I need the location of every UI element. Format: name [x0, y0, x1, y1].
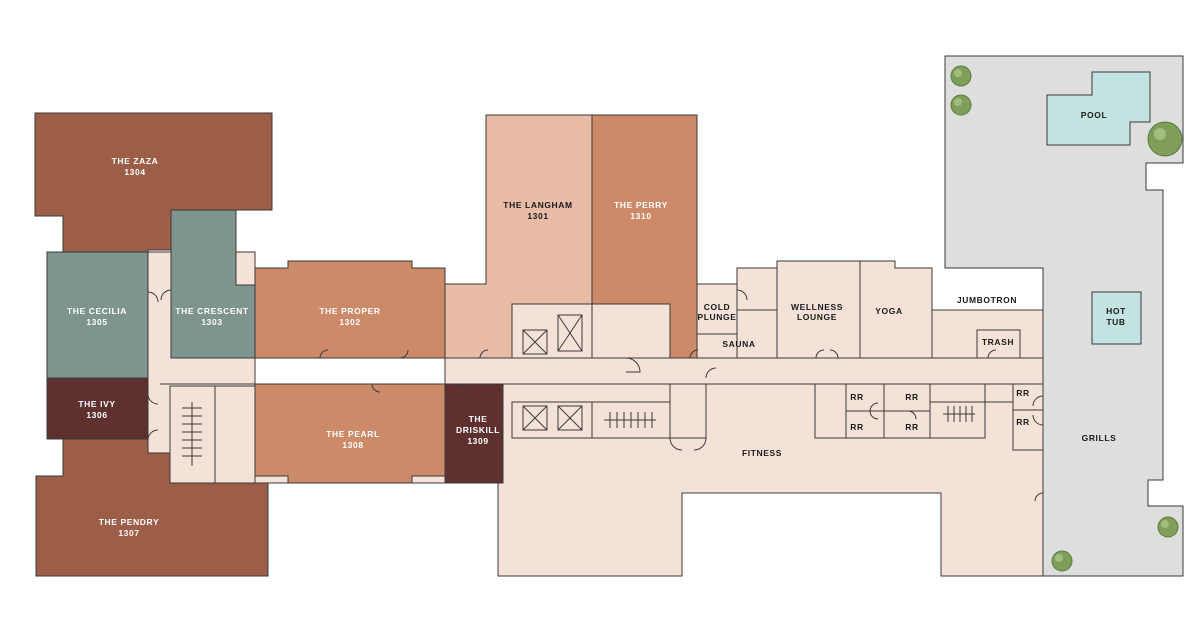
- number-driskill: 1309: [467, 436, 488, 446]
- stair-right: [929, 401, 986, 439]
- hot-tub[interactable]: [1091, 291, 1142, 345]
- number-crescent: 1303: [201, 317, 222, 327]
- label-crescent: THE CRESCENT: [175, 306, 249, 316]
- label-wellness: WELLNESS: [791, 302, 843, 312]
- number-proper: 1302: [339, 317, 360, 327]
- label-rr-2: RR: [905, 392, 918, 402]
- label-lounge: LOUNGE: [797, 312, 837, 322]
- label-jumbotron: JUMBOTRON: [957, 295, 1017, 305]
- number-perry: 1310: [630, 211, 651, 221]
- label-yoga: YOGA: [875, 306, 902, 316]
- room-the-driskill[interactable]: [444, 383, 504, 484]
- tree-icon: [950, 94, 972, 116]
- label-hot: HOT: [1106, 306, 1126, 316]
- pool[interactable]: [1046, 71, 1151, 146]
- label-cold: COLD: [704, 302, 730, 312]
- label-pool: POOL: [1081, 110, 1108, 120]
- tree-icon: [950, 65, 972, 87]
- elevator-icon: [522, 329, 548, 355]
- label-langham: THE LANGHAM: [503, 200, 572, 210]
- label-fitness: FITNESS: [742, 448, 782, 458]
- tree-icon: [1147, 121, 1183, 157]
- room-the-proper[interactable]: [254, 260, 446, 359]
- room-the-cecilia[interactable]: [46, 251, 149, 379]
- tree-icon: [1157, 516, 1179, 538]
- room-the-zaza[interactable]: [34, 112, 273, 253]
- elevator-icon: [557, 405, 583, 431]
- number-zaza: 1304: [124, 167, 145, 177]
- tree-icon: [1051, 550, 1073, 572]
- label-tub: TUB: [1106, 317, 1125, 327]
- label-grills: GRILLS: [1082, 433, 1117, 443]
- label-driskill-2: DRISKILL: [456, 425, 500, 435]
- label-plunge: PLUNGE: [697, 312, 736, 322]
- label-cecilia: THE CECILIA: [67, 306, 127, 316]
- label-driskill-1: THE: [469, 414, 488, 424]
- number-pendry: 1307: [118, 528, 139, 538]
- elevator-icon: [522, 405, 548, 431]
- number-ivy: 1306: [86, 410, 107, 420]
- room-the-pendry[interactable]: [35, 438, 269, 577]
- label-rr-1: RR: [850, 392, 863, 402]
- label-rr-3: RR: [850, 422, 863, 432]
- label-zaza: THE ZAZA: [112, 156, 159, 166]
- label-trash: TRASH: [982, 337, 1014, 347]
- label-pendry: THE PENDRY: [99, 517, 159, 527]
- number-langham: 1301: [527, 211, 548, 221]
- label-sauna: SAUNA: [722, 339, 755, 349]
- elevator-block-top: [511, 303, 671, 359]
- number-cecilia: 1305: [86, 317, 107, 327]
- label-ivy: THE IVY: [78, 399, 115, 409]
- room-trash[interactable]: [976, 329, 1021, 359]
- restroom-block-2: [1012, 383, 1044, 451]
- label-proper: THE PROPER: [319, 306, 380, 316]
- label-rr-6: RR: [1016, 417, 1029, 427]
- number-pearl: 1308: [342, 440, 363, 450]
- door-swings: [147, 289, 1044, 502]
- label-rr-5: RR: [1016, 388, 1029, 398]
- room-cold-plunge[interactable]: [696, 283, 738, 335]
- label-perry: THE PERRY: [614, 200, 668, 210]
- elevator-icon: [557, 314, 583, 352]
- label-pearl: THE PEARL: [326, 429, 380, 439]
- label-rr-4: RR: [905, 422, 918, 432]
